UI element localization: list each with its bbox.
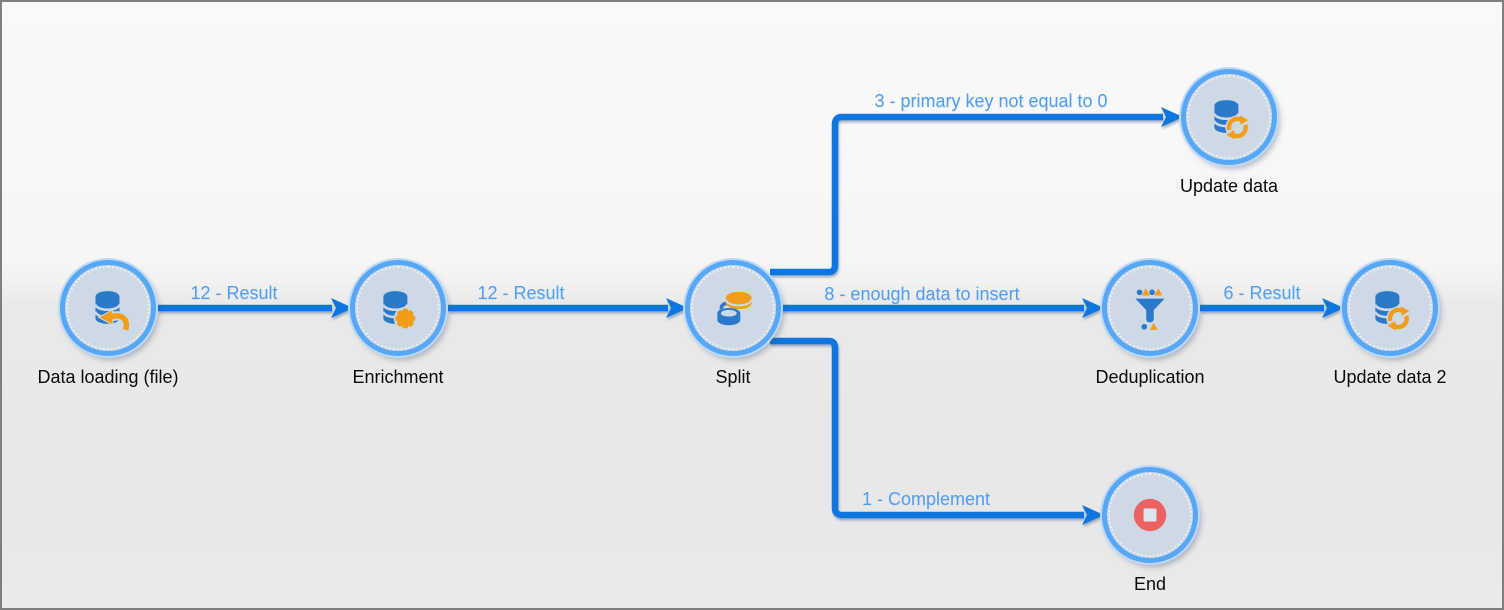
database-import-icon [94,291,131,331]
node-label: Deduplication [1095,367,1205,387]
node-label: Split [715,367,751,387]
node-data-loading[interactable]: Data loading (file) [37,260,179,387]
edge-label-split-updatedata[interactable]: 3 - primary key not equal to 0 [874,91,1108,111]
arrowhead-icon [1082,298,1104,318]
node-deduplication[interactable]: Deduplication [1095,260,1205,387]
node-circle[interactable] [1342,260,1438,356]
node-circle[interactable] [685,260,781,356]
stop-icon [1133,498,1167,532]
node-label: Update data [1179,176,1279,196]
node-end[interactable]: End [1102,467,1198,594]
node-circle[interactable] [1181,69,1277,165]
node-label: End [1133,574,1167,594]
node-enrichment[interactable]: Enrichment [350,260,446,387]
arrowhead-icon [331,298,353,318]
node-split[interactable]: Split [685,260,781,387]
database-refresh-icon [1374,291,1411,331]
node-update-data[interactable]: Update data [1180,69,1278,196]
node-update-data-2[interactable]: Update data 2 [1333,260,1447,387]
node-label: Update data 2 [1333,367,1447,387]
node-circle[interactable] [60,260,156,356]
edge-label-deduplication-updatedata2[interactable]: 6 - Result [1223,283,1301,303]
database-refresh-icon [1213,100,1250,140]
edge-label-dataloading-enrichment[interactable]: 12 - Result [190,283,278,303]
funnel-icon [1135,288,1165,330]
node-label: Data loading (file) [37,367,179,387]
node-circle[interactable] [350,260,446,356]
arrowhead-icon [1322,298,1344,318]
node-circle[interactable] [1102,467,1198,563]
split-disks-icon [717,291,753,326]
edge-label-split-deduplication[interactable]: 8 - enough data to insert [824,284,1020,304]
edge-label-enrichment-split[interactable]: 12 - Result [477,283,565,303]
edge-split-to-end[interactable] [770,337,1084,519]
node-label: Enrichment [352,367,444,387]
arrowhead-icon [1161,107,1183,127]
arrowhead-icon [1082,505,1104,525]
database-gear-icon [382,291,417,330]
edge-label-split-end[interactable]: 1 - Complement [861,489,991,509]
node-circle[interactable] [1102,260,1198,356]
edge-split-to-updatedata[interactable] [770,113,1163,276]
arrowhead-icon [666,298,688,318]
